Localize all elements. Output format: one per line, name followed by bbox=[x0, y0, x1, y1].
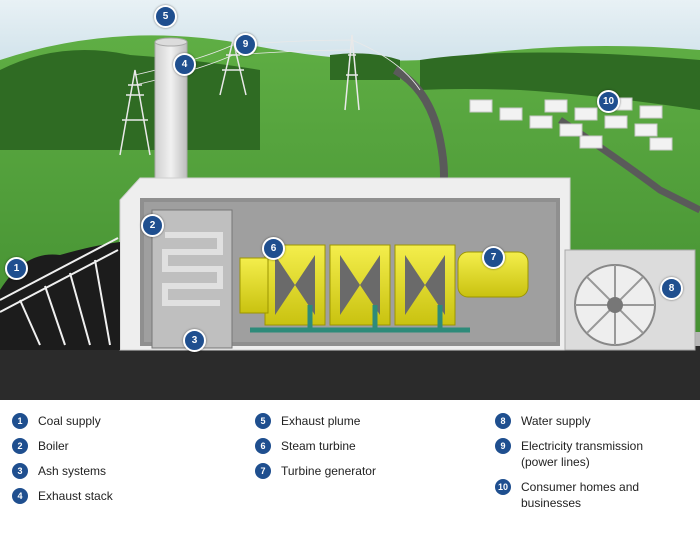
legend-item-water-supply: 8 Water supply bbox=[495, 413, 671, 429]
legend-number: 6 bbox=[255, 438, 271, 454]
callout-badge-6: 6 bbox=[262, 237, 285, 260]
legend-item-exhaust-plume: 5 Exhaust plume bbox=[255, 413, 431, 429]
legend-label: Coal supply bbox=[38, 413, 188, 429]
legend-label: Exhaust stack bbox=[38, 488, 188, 504]
legend-label: Ash systems bbox=[38, 463, 188, 479]
legend-number: 8 bbox=[495, 413, 511, 429]
callout-badge-10: 10 bbox=[597, 90, 620, 113]
legend-item-ash-systems: 3 Ash systems bbox=[12, 463, 188, 479]
legend-label: Water supply bbox=[521, 413, 671, 429]
legend-number: 9 bbox=[495, 438, 511, 454]
legend-number: 7 bbox=[255, 463, 271, 479]
legend-label: Boiler bbox=[38, 438, 188, 454]
legend-item-boiler: 2 Boiler bbox=[12, 438, 188, 454]
callout-badge-9: 9 bbox=[234, 33, 257, 56]
legend-item-coal-supply: 1 Coal supply bbox=[12, 413, 188, 429]
legend-label: Steam turbine bbox=[281, 438, 431, 454]
legend-item-exhaust-stack: 4 Exhaust stack bbox=[12, 488, 188, 504]
legend-column-3: 8 Water supply 9 Electricity transmissio… bbox=[495, 413, 671, 520]
callout-badge-7: 7 bbox=[482, 246, 505, 269]
legend-column-1: 1 Coal supply 2 Boiler 3 Ash systems 4 E… bbox=[12, 413, 188, 513]
power-plant-illustration bbox=[0, 0, 700, 400]
legend-number: 5 bbox=[255, 413, 271, 429]
legend-number: 1 bbox=[12, 413, 28, 429]
callout-badge-2: 2 bbox=[141, 214, 164, 237]
callout-badge-4: 4 bbox=[173, 53, 196, 76]
legend: 1 Coal supply 2 Boiler 3 Ash systems 4 E… bbox=[0, 413, 700, 543]
legend-number: 2 bbox=[12, 438, 28, 454]
legend-item-consumer-homes: 10 Consumer homes and businesses bbox=[495, 479, 671, 511]
legend-label: Electricity transmission (power lines) bbox=[521, 438, 671, 470]
callout-badge-3: 3 bbox=[183, 329, 206, 352]
legend-label: Exhaust plume bbox=[281, 413, 431, 429]
legend-column-2: 5 Exhaust plume 6 Steam turbine 7 Turbin… bbox=[255, 413, 431, 488]
legend-label: Turbine generator bbox=[281, 463, 431, 479]
legend-number: 4 bbox=[12, 488, 28, 504]
legend-number: 3 bbox=[12, 463, 28, 479]
callout-badge-1: 1 bbox=[5, 257, 28, 280]
legend-item-turbine-generator: 7 Turbine generator bbox=[255, 463, 431, 479]
callout-badge-8: 8 bbox=[660, 277, 683, 300]
legend-label: Consumer homes and businesses bbox=[521, 479, 671, 511]
callout-badge-5: 5 bbox=[154, 5, 177, 28]
legend-item-steam-turbine: 6 Steam turbine bbox=[255, 438, 431, 454]
legend-item-electricity-transmission: 9 Electricity transmission (power lines) bbox=[495, 438, 671, 470]
legend-number: 10 bbox=[495, 479, 511, 495]
